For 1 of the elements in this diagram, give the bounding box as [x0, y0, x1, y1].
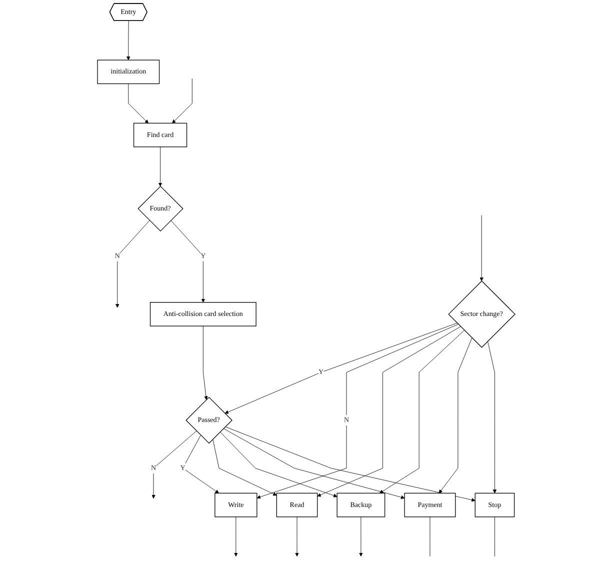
connector: [494, 516, 496, 557]
